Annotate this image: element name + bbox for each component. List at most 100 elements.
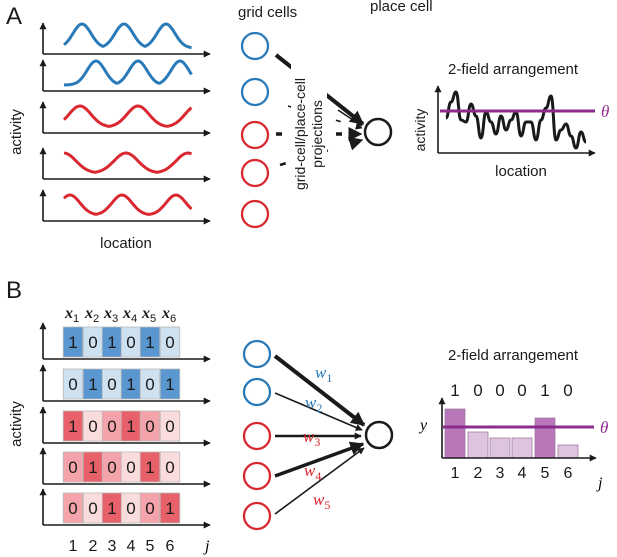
binary-cell xyxy=(62,326,84,358)
binary-digit: 0 xyxy=(165,417,174,436)
j-tick: 4 xyxy=(127,538,136,555)
inset-binary-digit: 1 xyxy=(540,381,549,400)
binary-digit: 1 xyxy=(107,333,116,352)
location-axis-label: location xyxy=(100,235,152,252)
panel-a-letter: A xyxy=(6,3,22,30)
grid-cell-circles-b xyxy=(242,339,272,531)
grid-cell-activity-trace xyxy=(63,22,192,50)
grid-cell-circle-icon xyxy=(242,421,272,451)
binary-digit: 0 xyxy=(68,375,77,394)
projection-label-line2: projections xyxy=(309,100,325,168)
activity-axis-label-b: activity xyxy=(8,401,25,447)
binary-digit: 0 xyxy=(88,333,97,352)
x-header-5: x5 xyxy=(141,305,156,325)
inset-bars xyxy=(444,408,579,459)
binary-digit: 1 xyxy=(145,333,154,352)
binary-digit: 1 xyxy=(126,375,135,394)
grid-cell-circle-icon xyxy=(242,461,272,491)
binary-digit: 0 xyxy=(68,458,77,477)
binary-digit: 0 xyxy=(107,417,116,436)
inset-a-location-label: location xyxy=(495,163,547,180)
theta-label: θ xyxy=(601,102,609,121)
binary-cell xyxy=(159,410,181,442)
place-cell-circle-icon xyxy=(363,117,393,147)
panel-a-inset: 2-field arrangement activity location θ xyxy=(412,61,609,180)
binary-cell xyxy=(62,368,84,400)
binary-digit: 0 xyxy=(145,375,154,394)
grid-cell-circle-icon xyxy=(240,158,270,188)
inset-binary-digit: 0 xyxy=(563,381,572,400)
j-tick: 2 xyxy=(89,538,98,555)
grid-cell-activity-trace xyxy=(63,151,192,174)
inset-binary-digit: 1 xyxy=(450,381,459,400)
inset-bar xyxy=(534,417,556,459)
inset-tick: 3 xyxy=(496,465,505,482)
inset-bar xyxy=(444,408,466,459)
binary-cell xyxy=(159,451,181,483)
projection-arrow-5 xyxy=(337,109,363,127)
binary-digit: 1 xyxy=(145,458,154,477)
grid-cell-circle-icon xyxy=(240,120,270,150)
j-axis-label: j xyxy=(203,538,210,555)
weight-label-1: w1 xyxy=(315,363,332,385)
place-cell-title: place cell xyxy=(370,0,433,15)
inset-tick: 2 xyxy=(474,465,483,482)
x-header-3: x3 xyxy=(103,305,118,325)
binary-digit: 1 xyxy=(126,417,135,436)
inset-bar xyxy=(467,431,489,459)
binary-cell xyxy=(159,492,181,524)
inset-tick: 5 xyxy=(541,465,550,482)
projection-label-line1: grid-cell/place-cell xyxy=(292,78,308,190)
binary-digit: 0 xyxy=(126,499,135,518)
grid-cell-circle-icon xyxy=(240,77,270,107)
projection-label-backdrop xyxy=(291,56,327,212)
j-tick: 5 xyxy=(146,538,155,555)
binary-digit: 0 xyxy=(145,417,154,436)
grid-cell-activity-trace xyxy=(62,104,193,128)
binary-digit: 1 xyxy=(88,458,97,477)
inset-binary-digit: 0 xyxy=(517,381,526,400)
binary-digit: 1 xyxy=(165,499,174,518)
binary-digit: 0 xyxy=(88,417,97,436)
projection-label: grid-cell/place-cell projections xyxy=(291,56,327,212)
weight-arrow-4 xyxy=(274,441,365,478)
binary-digit: 0 xyxy=(165,333,174,352)
inset-bar xyxy=(489,437,511,459)
binary-cell xyxy=(139,492,161,524)
inset-tick: 1 xyxy=(451,465,460,482)
weight-arrow-1 xyxy=(273,354,366,427)
binary-cell xyxy=(159,326,181,358)
binary-cell xyxy=(62,451,84,483)
binary-digit: 1 xyxy=(68,333,77,352)
binary-digit: 0 xyxy=(107,458,116,477)
grid-cell-circle-icon xyxy=(240,199,270,229)
grid-cell-circle-icon xyxy=(242,501,272,531)
grid-cell-activity-trace xyxy=(63,59,193,87)
inset-tick: 4 xyxy=(518,465,527,482)
weight-label-3: w3 xyxy=(303,427,320,449)
binary-cell xyxy=(139,326,161,358)
x-header-2: x2 xyxy=(84,305,99,325)
activity-traces xyxy=(39,22,211,225)
panel-a: A grid cells place cell activity locatio… xyxy=(6,0,609,252)
binary-digit: 0 xyxy=(165,458,174,477)
binary-digit: 1 xyxy=(165,375,174,394)
grid-cell-circle-icon xyxy=(242,339,272,369)
panel-b-inset-title: 2-field arrangement xyxy=(448,347,579,364)
binary-digit: 0 xyxy=(126,458,135,477)
inset-a-activity-label: activity xyxy=(412,109,428,152)
place-cell-circle-icon-b xyxy=(364,420,394,450)
binary-digit: 0 xyxy=(126,333,135,352)
panel-a-inset-title: 2-field arrangement xyxy=(448,61,579,78)
j-tick: 3 xyxy=(108,538,117,555)
activity-axis-label: activity xyxy=(8,109,25,155)
x-header-6: x6 xyxy=(161,305,176,325)
weighted-projections xyxy=(273,354,366,515)
grid-cell-circle-icon xyxy=(242,377,272,407)
